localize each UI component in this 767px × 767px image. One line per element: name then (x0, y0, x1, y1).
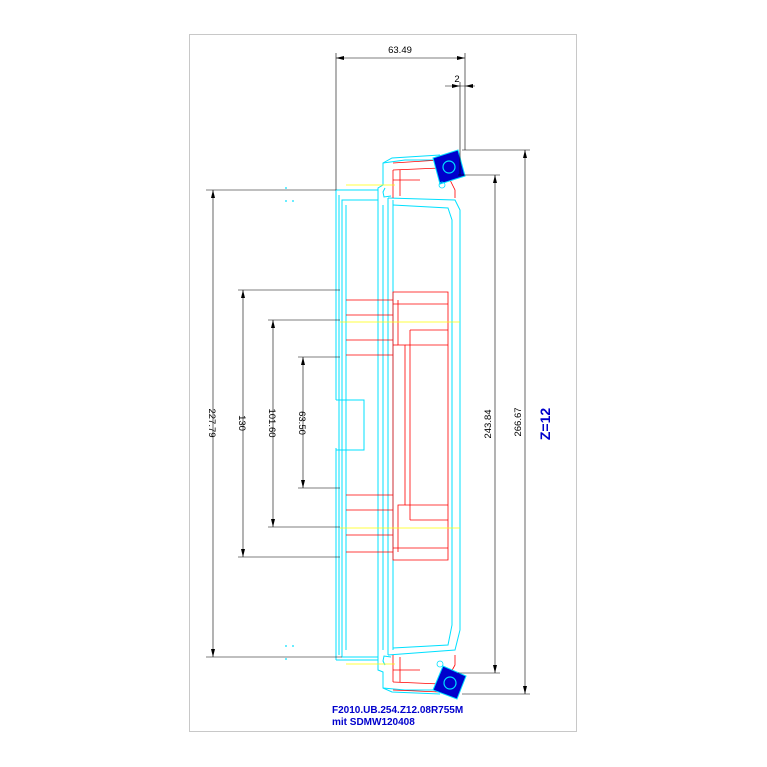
section-lines (346, 159, 456, 693)
dim-130: 130 (236, 415, 247, 431)
dim-227: 227.79 (206, 408, 217, 437)
drawing-frame (189, 34, 577, 732)
dimension-lines (206, 53, 530, 695)
center-lines (340, 184, 460, 665)
dim-101: 101.60 (266, 408, 277, 437)
dim-top-width: 63.49 (388, 45, 412, 56)
dim-insert-offset: 2 (454, 74, 459, 85)
cutter-body-outline (335, 154, 461, 695)
insert-top (432, 149, 466, 189)
dimension-arrows (211, 56, 527, 694)
teeth-count-label: Z=12 (537, 408, 553, 441)
title-line-2: mit SDMW120408 (332, 717, 415, 728)
dim-243: 243.84 (483, 409, 494, 438)
insert-bottom (432, 660, 467, 700)
title-line-1: F2010.UB.254.Z12.08R755M (332, 705, 463, 716)
reference-dots (285, 187, 294, 660)
dim-266: 266.67 (513, 407, 524, 436)
dim-63: 63.50 (296, 411, 307, 435)
